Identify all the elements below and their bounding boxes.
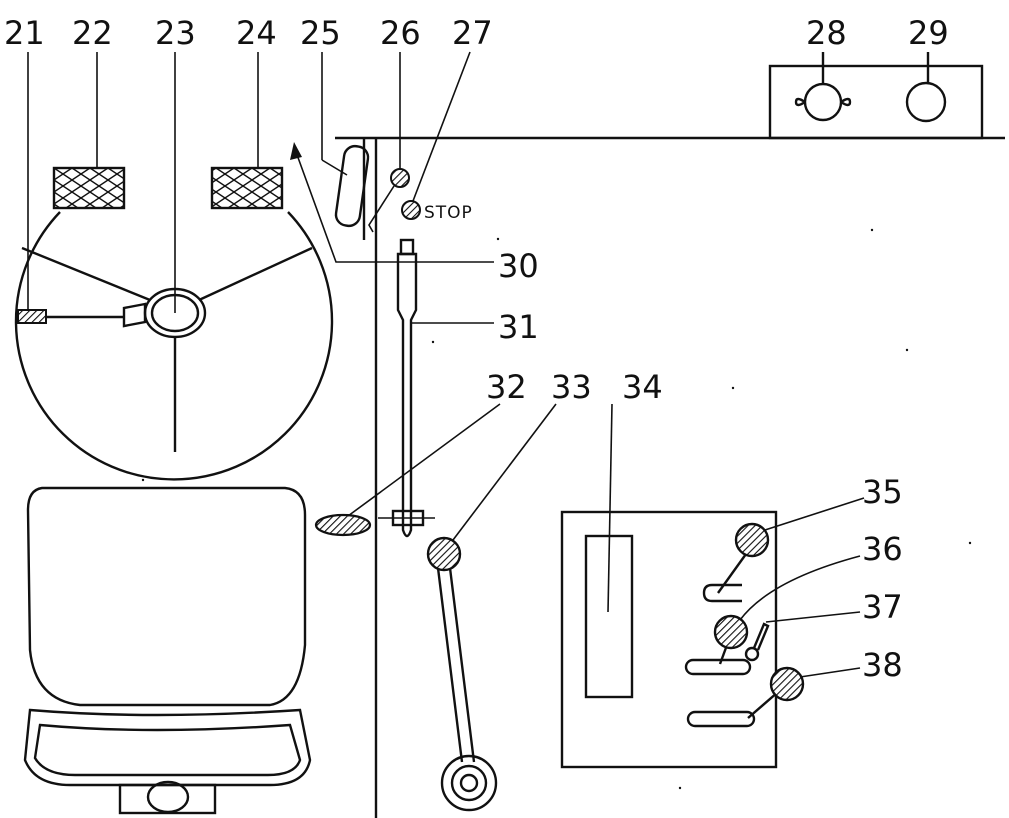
switch-37 bbox=[744, 611, 861, 662]
label-24: 24 bbox=[236, 14, 277, 52]
dashboard-edge bbox=[335, 64, 1005, 140]
label-30: 30 bbox=[498, 247, 539, 285]
stop-knob-27 bbox=[401, 51, 471, 220]
label-21: 21 bbox=[4, 14, 45, 52]
steering-wheel bbox=[14, 52, 334, 481]
lever-38 bbox=[686, 666, 861, 728]
pedal-24 bbox=[210, 52, 284, 210]
lever-35 bbox=[702, 497, 865, 603]
label-36: 36 bbox=[862, 530, 903, 568]
stop-label: STOP bbox=[424, 203, 473, 223]
label-34: 34 bbox=[622, 368, 663, 406]
gear-lever-33 bbox=[426, 403, 557, 812]
indicator-lamp-29 bbox=[905, 52, 947, 123]
label-26: 26 bbox=[380, 14, 421, 52]
label-33: 33 bbox=[551, 368, 592, 406]
arrow-30 bbox=[290, 142, 494, 263]
label-27: 27 bbox=[452, 14, 493, 52]
control-panel bbox=[560, 403, 778, 769]
label-23: 23 bbox=[155, 14, 196, 52]
lever-31 bbox=[378, 238, 494, 538]
label-22: 22 bbox=[72, 14, 113, 52]
label-38: 38 bbox=[862, 646, 903, 684]
label-35: 35 bbox=[862, 473, 903, 511]
label-28: 28 bbox=[806, 14, 847, 52]
indicator-lamp-28 bbox=[794, 52, 852, 122]
lever-25 bbox=[321, 52, 370, 228]
callout-labels: 21 22 23 24 25 26 27 28 29 30 31 32 33 3… bbox=[4, 14, 949, 684]
partition-line bbox=[362, 138, 378, 818]
scan-speckles bbox=[141, 228, 972, 790]
label-37: 37 bbox=[862, 588, 903, 626]
label-31: 31 bbox=[498, 308, 539, 346]
label-32: 32 bbox=[486, 368, 527, 406]
pedal-32 bbox=[314, 403, 501, 537]
driver-seat bbox=[23, 486, 312, 815]
label-25: 25 bbox=[300, 14, 341, 52]
knob-26 bbox=[368, 52, 410, 233]
pedal-22 bbox=[52, 52, 126, 210]
lever-36 bbox=[684, 555, 861, 676]
label-29: 29 bbox=[908, 14, 949, 52]
horn-lever-21 bbox=[17, 52, 147, 328]
